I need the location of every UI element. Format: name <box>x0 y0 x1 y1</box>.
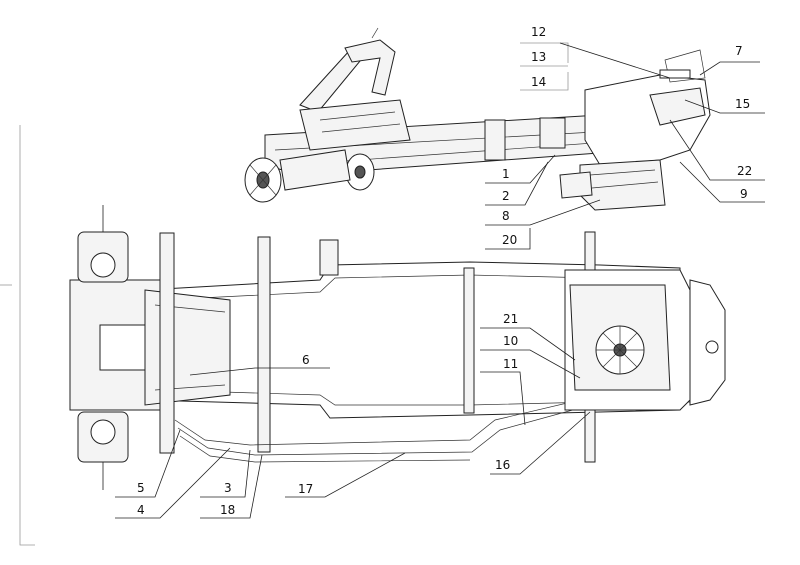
callout-4: 4 <box>137 503 145 517</box>
callout-16: 16 <box>495 458 510 472</box>
perspective-chassis-assembly <box>244 27 711 211</box>
callout-10: 10 <box>503 334 518 348</box>
callout-2: 2 <box>502 189 510 203</box>
callout-22: 22 <box>737 164 752 178</box>
callout-20: 20 <box>502 233 517 247</box>
callout-15: 15 <box>735 97 750 111</box>
callout-12: 12 <box>531 25 546 39</box>
callout-13: 13 <box>531 50 546 64</box>
callout-11: 11 <box>503 357 518 371</box>
callout-17: 17 <box>298 482 313 496</box>
callout-6: 6 <box>302 353 310 367</box>
callout-labels: 12 13 14 7 15 22 9 1 2 8 20 21 10 11 6 1… <box>137 25 752 517</box>
callout-14: 14 <box>531 75 546 89</box>
callout-1: 1 <box>502 167 510 181</box>
callout-18: 18 <box>220 503 235 517</box>
leader-lines <box>115 42 765 519</box>
plan-view-chassis <box>69 205 726 490</box>
callout-9: 9 <box>740 187 748 201</box>
callout-7: 7 <box>735 44 743 58</box>
callout-3: 3 <box>224 481 232 495</box>
callout-5: 5 <box>137 481 145 495</box>
page-margin-marks <box>0 125 35 546</box>
callout-21: 21 <box>503 312 518 326</box>
callout-8: 8 <box>502 209 510 223</box>
